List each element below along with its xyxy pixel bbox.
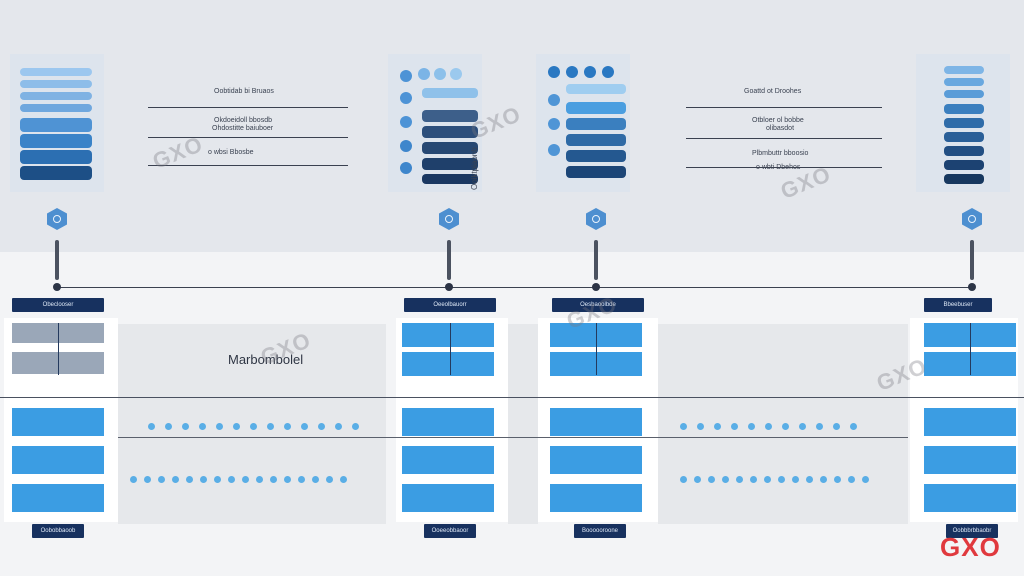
node-label-bottom-4: Oobbbrbbaobr — [946, 524, 998, 538]
cloud-node-icon-1 — [47, 208, 67, 230]
middle-label: Marbombolel — [228, 352, 304, 367]
top-right-connector-3 — [686, 167, 882, 168]
top-left-text-4: o wbsi Bbosbe — [208, 149, 254, 156]
top-right-text-2: Otbloer ol bobbe — [752, 117, 804, 124]
card-2-block-1 — [402, 323, 494, 347]
cloud-node-icon-3 — [586, 208, 606, 230]
card-3-block-4 — [550, 446, 642, 474]
node-label-top-3: Oesbaoolbde — [552, 298, 644, 312]
top-left-text-2: Okdoeidoll bbosdb — [214, 117, 272, 124]
top-band — [0, 0, 1024, 252]
bus-node-3 — [592, 283, 600, 291]
vertical-label: Ooiktpiaonb — [470, 147, 479, 190]
node-label-bottom-2: Ooeeobbaoor — [424, 524, 476, 538]
drop-line-1 — [55, 240, 59, 280]
card-1-block-3 — [12, 408, 104, 436]
dot-row-left-1 — [148, 423, 368, 431]
card-2-divider — [450, 323, 451, 375]
card-3-block-5 — [550, 484, 642, 512]
node-label-top-4: Bbeebuser — [924, 298, 992, 312]
drop-line-3 — [594, 240, 598, 280]
gxo-logo: GXO — [940, 532, 1001, 562]
dot-row-left-2 — [130, 476, 360, 484]
card-4-block-4 — [924, 446, 1016, 474]
drop-line-2 — [447, 240, 451, 280]
bus-node-2 — [445, 283, 453, 291]
dot-row-right-1 — [680, 423, 880, 431]
node-label-bottom-3: Boooooroone — [574, 524, 626, 538]
card-2-block-2 — [402, 352, 494, 376]
top-right-text-1: Goattd ot Droohes — [744, 88, 802, 95]
card-1-divider — [58, 323, 59, 375]
top-right-connector-2 — [686, 138, 882, 139]
top-left-connector-3 — [148, 165, 348, 166]
database-stack-panel-4 — [916, 54, 1010, 192]
card-1-block-4 — [12, 446, 104, 474]
cloud-node-icon-2 — [439, 208, 459, 230]
top-left-text-3: Ohdostitte baiuboer — [212, 125, 274, 132]
middle-panel-center — [508, 324, 538, 524]
top-right-connector-1 — [686, 107, 882, 108]
main-bus-line — [58, 287, 972, 288]
bus-node-1 — [53, 283, 61, 291]
top-right-text-3: olibasdot — [766, 125, 795, 132]
top-left-connector-2 — [148, 137, 348, 138]
top-right-text-4: Plbmbuttr bboosio — [752, 150, 809, 157]
card-1-block-5 — [12, 484, 104, 512]
drop-line-4 — [970, 240, 974, 280]
database-stack-panel-3 — [536, 54, 630, 192]
bus-node-4 — [968, 283, 976, 291]
dot-row-right-2 — [680, 476, 890, 484]
cloud-node-icon-4 — [962, 208, 982, 230]
horizontal-divider — [0, 397, 1024, 398]
card-4-divider — [970, 323, 971, 375]
card-2-block-3 — [402, 408, 494, 436]
card-4-block-3 — [924, 408, 1016, 436]
card-2-block-4 — [402, 446, 494, 474]
node-label-bottom-1: Oobobbaoob — [32, 524, 84, 538]
top-left-connector-1 — [148, 107, 348, 108]
database-stack-panel-1 — [10, 54, 104, 192]
card-3-divider — [596, 323, 597, 375]
node-label-top-2: Oeeolbauorr — [404, 298, 496, 312]
data-flow-line — [118, 437, 908, 438]
top-left-text-1: Oobtidab bi Bruaos — [214, 88, 274, 95]
card-3-block-3 — [550, 408, 642, 436]
card-2-block-5 — [402, 484, 494, 512]
card-4-block-5 — [924, 484, 1016, 512]
node-label-top-1: Obeclooser — [12, 298, 104, 312]
database-stack-panel-2 — [388, 54, 482, 192]
